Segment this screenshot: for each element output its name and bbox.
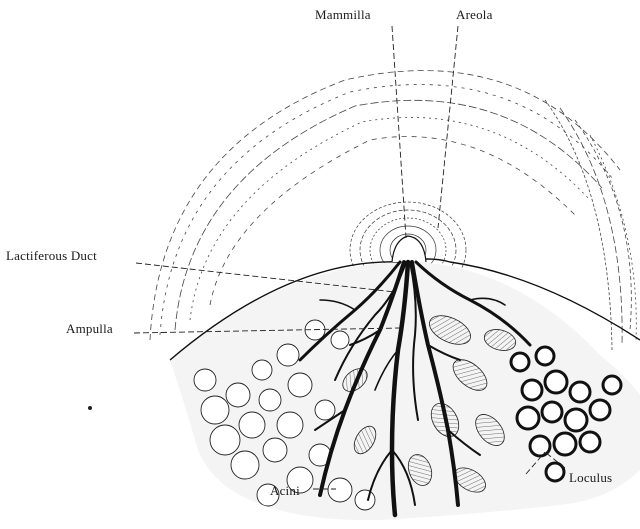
label-loculus: Loculus (569, 471, 612, 484)
mammilla-leader (392, 26, 406, 238)
label-lactiferous-duct: Lactiferous Duct (6, 249, 97, 262)
label-acini: Acini (270, 484, 300, 497)
label-areola: Areola (456, 8, 493, 21)
label-ampulla: Ampulla (66, 322, 113, 335)
label-mammilla: Mammilla (315, 8, 371, 21)
stray-dot (88, 406, 92, 410)
nipple-shape (392, 236, 426, 262)
glandular-tissue (160, 250, 640, 529)
areola-leader (438, 26, 458, 228)
